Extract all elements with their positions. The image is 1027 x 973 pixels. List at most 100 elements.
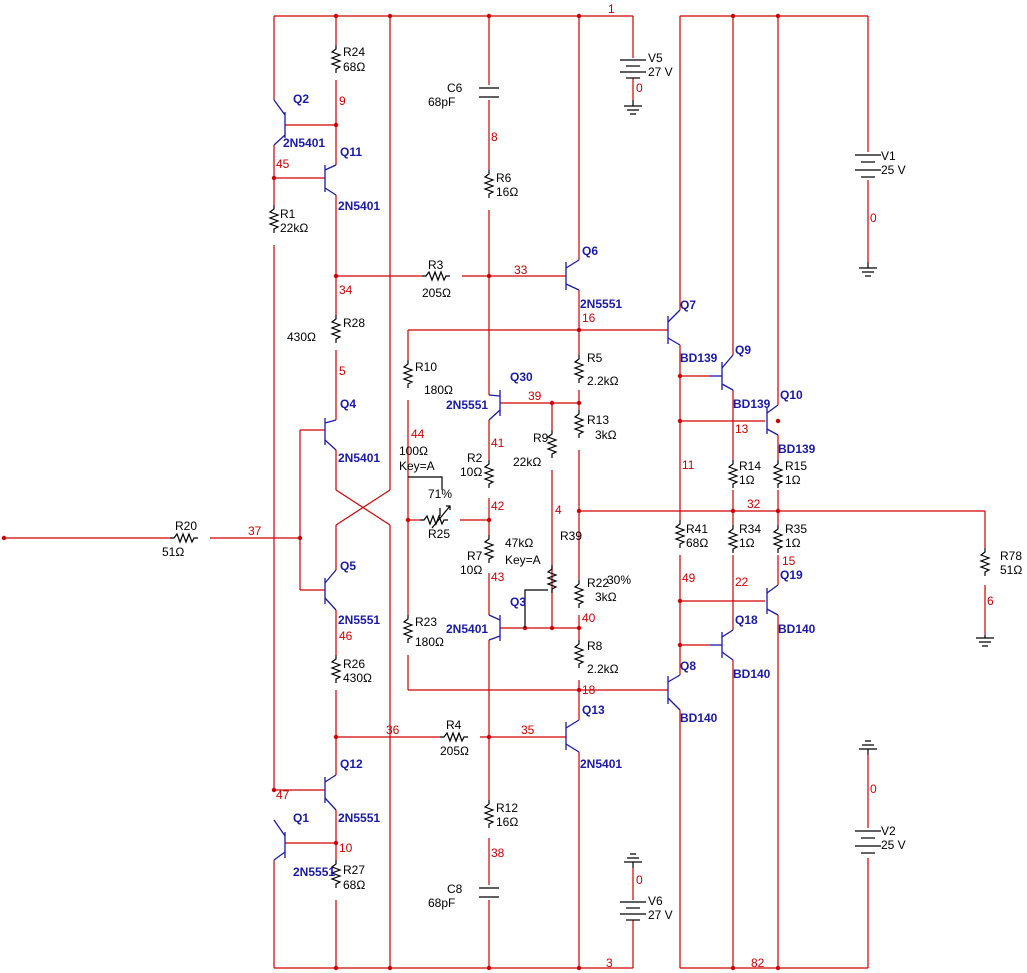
r3-value: 205Ω xyxy=(422,286,451,300)
v6-name: V6 xyxy=(648,894,663,908)
r3-name: R3 xyxy=(428,258,444,272)
junctions xyxy=(1,13,781,971)
net-42: 42 xyxy=(491,499,505,513)
q18-name: Q18 xyxy=(735,613,758,627)
r9-name: R9 xyxy=(533,431,549,445)
net-15: 15 xyxy=(782,554,796,568)
net-9: 9 xyxy=(339,94,346,108)
q4-name: Q4 xyxy=(340,397,356,411)
q10-part: BD139 xyxy=(778,442,816,456)
r20-name: R20 xyxy=(175,519,197,533)
r20-value: 51Ω xyxy=(162,545,184,559)
r6-value: 16Ω xyxy=(496,185,518,199)
net-3: 82 xyxy=(751,956,765,970)
r10-value: 180Ω xyxy=(424,383,453,397)
r23-name: R23 xyxy=(415,615,437,629)
q13-name: Q13 xyxy=(582,703,605,717)
net-0-v1: 0 xyxy=(870,211,877,225)
c8-value: 68pF xyxy=(428,896,455,910)
r35-value: 1Ω xyxy=(785,536,801,550)
net-6: 3 xyxy=(606,956,613,970)
net-33: 33 xyxy=(514,263,528,277)
net-16: 16 xyxy=(582,311,596,325)
r25-name: R25 xyxy=(428,527,450,541)
battery-symbols xyxy=(620,59,881,921)
r15-name: R15 xyxy=(785,459,807,473)
r15-value: 1Ω xyxy=(785,473,801,487)
transistor-labels: Q2 2N5401 Q11 2N5401 Q4 2N5401 Q5 2N5551… xyxy=(283,92,816,879)
q19-name: Q19 xyxy=(780,568,803,582)
q4-part: 2N5401 xyxy=(338,451,380,465)
net-35: 35 xyxy=(521,723,535,737)
net-39: 39 xyxy=(528,389,542,403)
q2-part: 2N5401 xyxy=(283,136,325,150)
net-46: 46 xyxy=(339,629,353,643)
r2-name: R2 xyxy=(467,451,483,465)
q7-name: Q7 xyxy=(680,298,696,312)
r14-value: 1Ω xyxy=(739,473,755,487)
net-4: 4 xyxy=(555,503,562,517)
c6-value: 68pF xyxy=(428,95,455,109)
net-10: 10 xyxy=(339,841,353,855)
net-32: 32 xyxy=(747,497,761,511)
net-5: 5 xyxy=(339,364,346,378)
r13-name: R13 xyxy=(587,413,609,427)
q6-name: Q6 xyxy=(582,244,598,258)
r4-value: 205Ω xyxy=(440,744,469,758)
net-13: 13 xyxy=(735,422,749,436)
r28-name: R28 xyxy=(343,316,365,330)
v2-name: V2 xyxy=(881,824,896,838)
r25-key: Key=A xyxy=(399,459,435,473)
q30-name: Q30 xyxy=(510,370,533,384)
v6-value: 27 V xyxy=(648,908,673,922)
r27-value: 68Ω xyxy=(343,878,365,892)
q1-part: 2N5551 xyxy=(293,865,335,879)
net-0-load: 6 xyxy=(987,594,994,608)
q7-part: BD139 xyxy=(680,351,718,365)
q6-part: 2N5551 xyxy=(580,297,622,311)
net-36: 36 xyxy=(386,723,400,737)
r13-value: 3kΩ xyxy=(595,428,617,442)
r14-name: R14 xyxy=(739,459,761,473)
r34-value: 1Ω xyxy=(739,536,755,550)
v5-name: V5 xyxy=(648,51,663,65)
r39-percent: 30% xyxy=(607,573,631,587)
r25-percent: 71% xyxy=(428,487,452,501)
net-44: 44 xyxy=(411,427,425,441)
r2-value: 10Ω xyxy=(460,465,482,479)
r78-value: 51Ω xyxy=(1000,563,1022,577)
r1-name: R1 xyxy=(280,207,296,221)
r24-name: R24 xyxy=(343,45,365,59)
r25-value: 100Ω xyxy=(399,444,428,458)
potentiometer-labels: 100Ω Key=A 71% R25 47kΩ Key=A 30% R39 xyxy=(399,444,631,587)
net-1: 1 xyxy=(608,2,615,16)
r5-value: 2.2kΩ xyxy=(587,374,619,388)
r26-name: R26 xyxy=(343,657,365,671)
q13-part: 2N5401 xyxy=(580,757,622,771)
net-43: 43 xyxy=(491,570,505,584)
r39-value: 47kΩ xyxy=(505,536,533,550)
r8-value: 2.2kΩ xyxy=(587,662,619,676)
c8-name: C8 xyxy=(447,882,463,896)
q9-part: BD139 xyxy=(733,397,771,411)
v1-value: 25 V xyxy=(881,163,906,177)
net-0-v6: 0 xyxy=(636,873,643,887)
r1-value: 22kΩ xyxy=(280,221,308,235)
r5-name: R5 xyxy=(587,351,603,365)
r23-value: 180Ω xyxy=(415,635,444,649)
net-40: 40 xyxy=(582,611,596,625)
net-37: 37 xyxy=(248,524,262,538)
v1-name: V1 xyxy=(881,149,896,163)
transistor-symbols xyxy=(273,99,779,861)
q10-name: Q10 xyxy=(780,388,803,402)
v5-value: 27 V xyxy=(648,65,673,79)
q12-name: Q12 xyxy=(340,757,363,771)
r12-value: 16Ω xyxy=(496,815,518,829)
ground-symbols xyxy=(624,100,994,868)
r39-key: Key=A xyxy=(505,553,541,567)
net-34: 34 xyxy=(339,283,353,297)
q1-name: Q1 xyxy=(293,811,309,825)
resistor-labels: R24 68Ω R1 22kΩ R28 430Ω R26 430Ω R27 68… xyxy=(162,45,1022,892)
q8-name: Q8 xyxy=(680,659,696,673)
